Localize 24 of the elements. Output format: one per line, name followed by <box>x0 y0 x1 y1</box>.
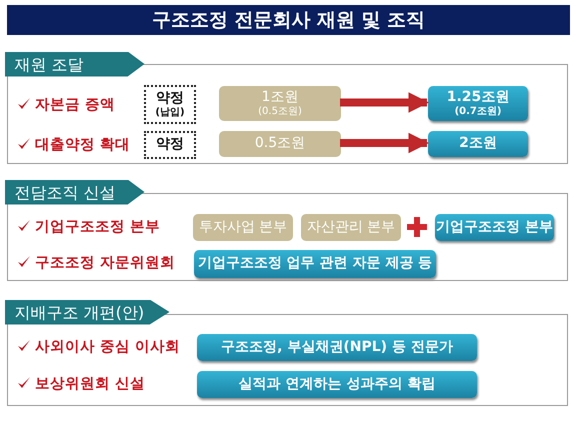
section-tab: 지배구조 개편(안) <box>4 300 170 324</box>
process-box: 투자사업 본부 <box>193 214 293 241</box>
row-heading: 사외이사 중심 이사회 <box>35 338 180 356</box>
process-box: 1조원 (0.5조원) <box>219 86 341 121</box>
section-tab: 재원 조달 <box>4 52 144 76</box>
title-banner: 구조조정 전문회사 재원 및 조직 <box>7 5 570 35</box>
section-tab: 전담조직 신설 <box>4 180 144 204</box>
row-heading: 기업구조조정 본부 <box>35 218 160 236</box>
dotted-box: 약정 (납입) <box>144 85 196 124</box>
result-box: 2조원 <box>428 131 528 157</box>
row-heading: 보상위원회 신설 <box>35 375 146 393</box>
result-box: 기업구조조정 업무 관련 자문 제공 등 <box>194 250 436 278</box>
process-box: 0.5조원 <box>219 131 341 157</box>
row-heading: 대출약정 확대 <box>35 136 130 154</box>
arrow <box>340 92 430 113</box>
arrow <box>340 132 430 154</box>
row-heading: 자본금 증액 <box>35 96 116 114</box>
row-heading: 구조조정 자문위원회 <box>35 254 176 272</box>
result-box: 실적과 연계하는 성과주의 확립 <box>197 371 477 398</box>
result-box: 기업구조조정 본부 <box>435 214 554 241</box>
result-box: 구조조정, 부실채권(NPL) 등 전문가 <box>197 334 477 361</box>
dotted-box: 약정 <box>144 131 196 159</box>
result-box: 1.25조원 (0.7조원) <box>428 86 528 121</box>
process-box: 자산관리 본부 <box>301 214 401 241</box>
